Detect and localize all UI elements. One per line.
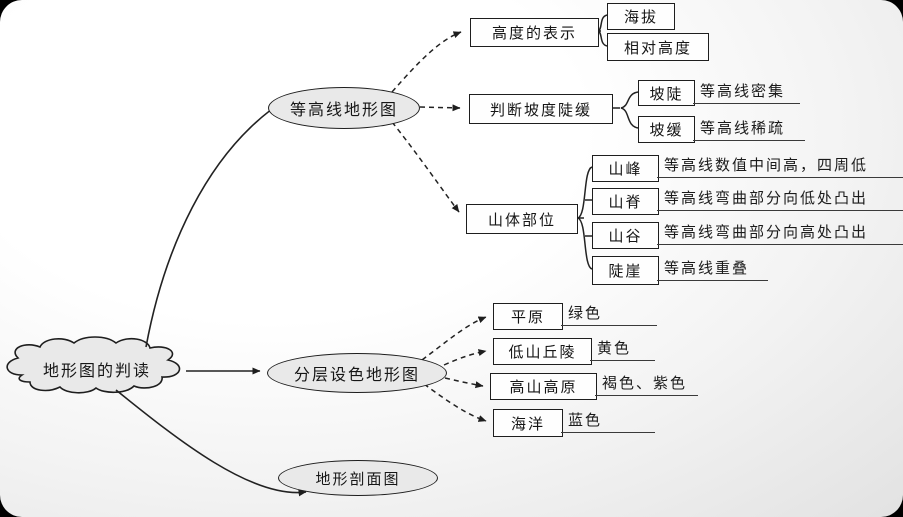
- branch-contour-map: 等高线地形图: [268, 87, 420, 129]
- root-node: 地形图的判读: [42, 361, 151, 380]
- connector-layer-ocean: [423, 383, 487, 422]
- connector-layer-hills: [443, 349, 487, 366]
- brace-body-group: [576, 166, 593, 270]
- connector-contour-slope: [419, 104, 461, 112]
- branch-profile-map: 地形剖面图: [278, 460, 438, 496]
- box-cliff: 陡崖: [592, 256, 659, 285]
- connector-layer-highmtn: [444, 377, 484, 389]
- connector-root-contour: [145, 97, 289, 348]
- connector-contour-body: [391, 121, 460, 213]
- connector-root-profile: [115, 389, 307, 497]
- note-contours-dense: 等高线密集: [693, 80, 800, 104]
- note-contours-sparse: 等高线稀疏: [693, 117, 805, 141]
- brace-slope-group: [611, 91, 639, 129]
- box-gentle-slope: 坡缓: [638, 116, 695, 143]
- box-relative-height: 相对高度: [607, 33, 709, 61]
- box-height-representation: 高度的表示: [470, 18, 599, 47]
- note-plain-color: 绿色: [561, 302, 657, 326]
- box-altitude: 海拔: [607, 3, 675, 30]
- root-cloud-shape: [6, 336, 181, 394]
- box-slope-judgement: 判断坡度陡缓: [469, 94, 613, 124]
- note-valley-rule: 等高线弯曲部分向高处凸出: [657, 221, 903, 245]
- box-high-mountain-plateau: 高山高原: [490, 373, 597, 400]
- box-plain: 平原: [493, 303, 563, 330]
- note-ridge-rule: 等高线弯曲部分向低处凸出: [657, 187, 903, 211]
- connector-contour-height: [391, 31, 462, 93]
- note-ocean-color: 蓝色: [561, 409, 655, 433]
- branch-layer-tinted-map: 分层设色地形图: [267, 353, 447, 393]
- box-ridge: 山脊: [592, 188, 659, 215]
- box-low-hills: 低山丘陵: [493, 338, 592, 365]
- box-valley: 山谷: [592, 222, 659, 249]
- note-hills-color: 黄色: [590, 337, 655, 361]
- box-mountain-parts: 山体部位: [466, 204, 578, 234]
- box-steep-slope: 坡陡: [638, 80, 695, 106]
- box-peak: 山峰: [592, 155, 659, 182]
- note-peak-rule: 等高线数值中间高，四周低: [657, 154, 903, 178]
- connector-layer-plain: [421, 316, 487, 361]
- box-ocean: 海洋: [493, 409, 563, 437]
- note-highmtn-color: 褐色、紫色: [595, 372, 698, 396]
- note-cliff-rule: 等高线重叠: [657, 257, 768, 281]
